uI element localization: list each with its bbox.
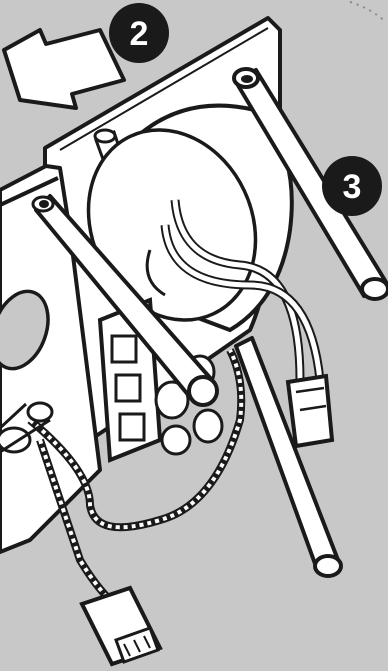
harness-plug-right bbox=[288, 376, 332, 446]
harness-plug-bottom bbox=[82, 588, 160, 664]
step-badge-3: 3 bbox=[322, 156, 382, 216]
dotted-corner-line bbox=[350, 2, 386, 22]
step-number-3: 3 bbox=[343, 168, 362, 206]
support-rod-center bbox=[236, 338, 341, 576]
step-badge-2: 2 bbox=[109, 3, 169, 63]
arrow-left-icon bbox=[4, 30, 124, 108]
step-number-2: 2 bbox=[130, 15, 149, 53]
